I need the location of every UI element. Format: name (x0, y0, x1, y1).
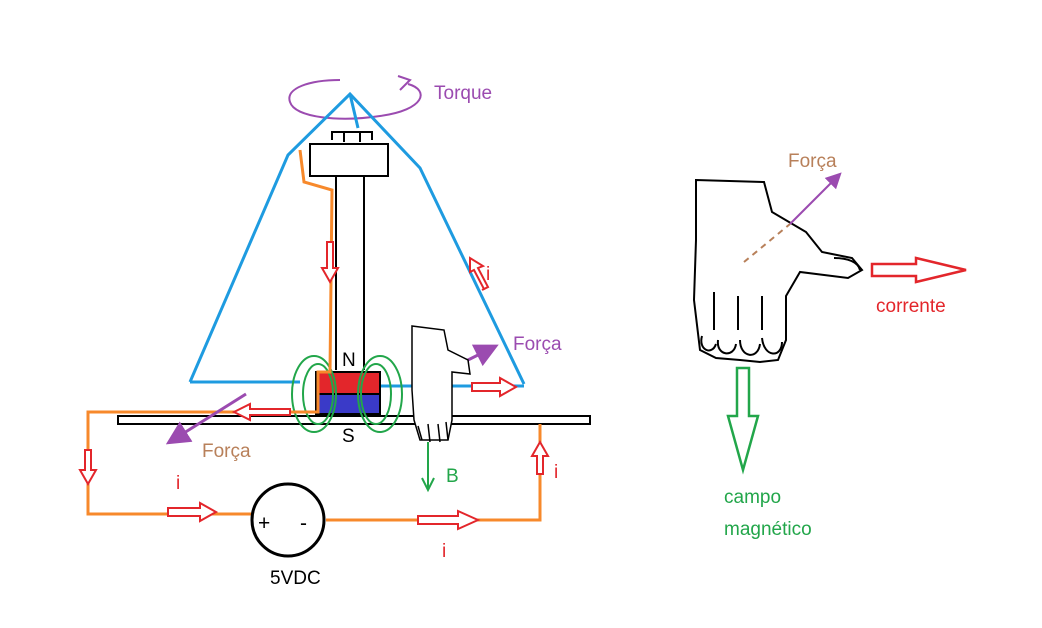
i-left-label: i (176, 473, 180, 494)
voltage-label: 5VDC (270, 568, 321, 589)
i-right-label: i (554, 462, 558, 483)
hand-force-dashed (743, 223, 791, 263)
corrente-arrow (870, 256, 967, 284)
hand-force-arrow (789, 172, 842, 225)
battery-plus: + (258, 512, 270, 535)
magnet (315, 371, 381, 415)
torque-label: Torque (434, 83, 492, 104)
i-wire-label: i (486, 264, 490, 285)
north-label: N (342, 350, 356, 371)
b-field-label: B (446, 466, 459, 487)
south-label: S (342, 426, 355, 447)
right-hand-icon (692, 178, 864, 364)
battery-minus: - (300, 512, 307, 535)
current-arrows (78, 241, 550, 531)
small-hand-icon (411, 325, 471, 443)
campo-label-line2: magnético (724, 519, 812, 540)
base-plate (117, 415, 591, 425)
circuit-wire (86, 149, 542, 522)
campo-arrow (726, 366, 760, 475)
forca-hand-label: Força (788, 151, 837, 172)
campo-label-line1: campo (724, 487, 781, 508)
corrente-label: corrente (876, 296, 946, 317)
pivot-axle (309, 131, 389, 370)
wire-frame (188, 91, 526, 388)
forca-left-label: Força (202, 441, 251, 462)
b-field-arrow (421, 442, 435, 493)
forca-right-label: Força (513, 334, 562, 355)
i-bottom-label: i (442, 541, 446, 562)
battery-icon (250, 482, 326, 558)
field-loops (291, 355, 403, 433)
